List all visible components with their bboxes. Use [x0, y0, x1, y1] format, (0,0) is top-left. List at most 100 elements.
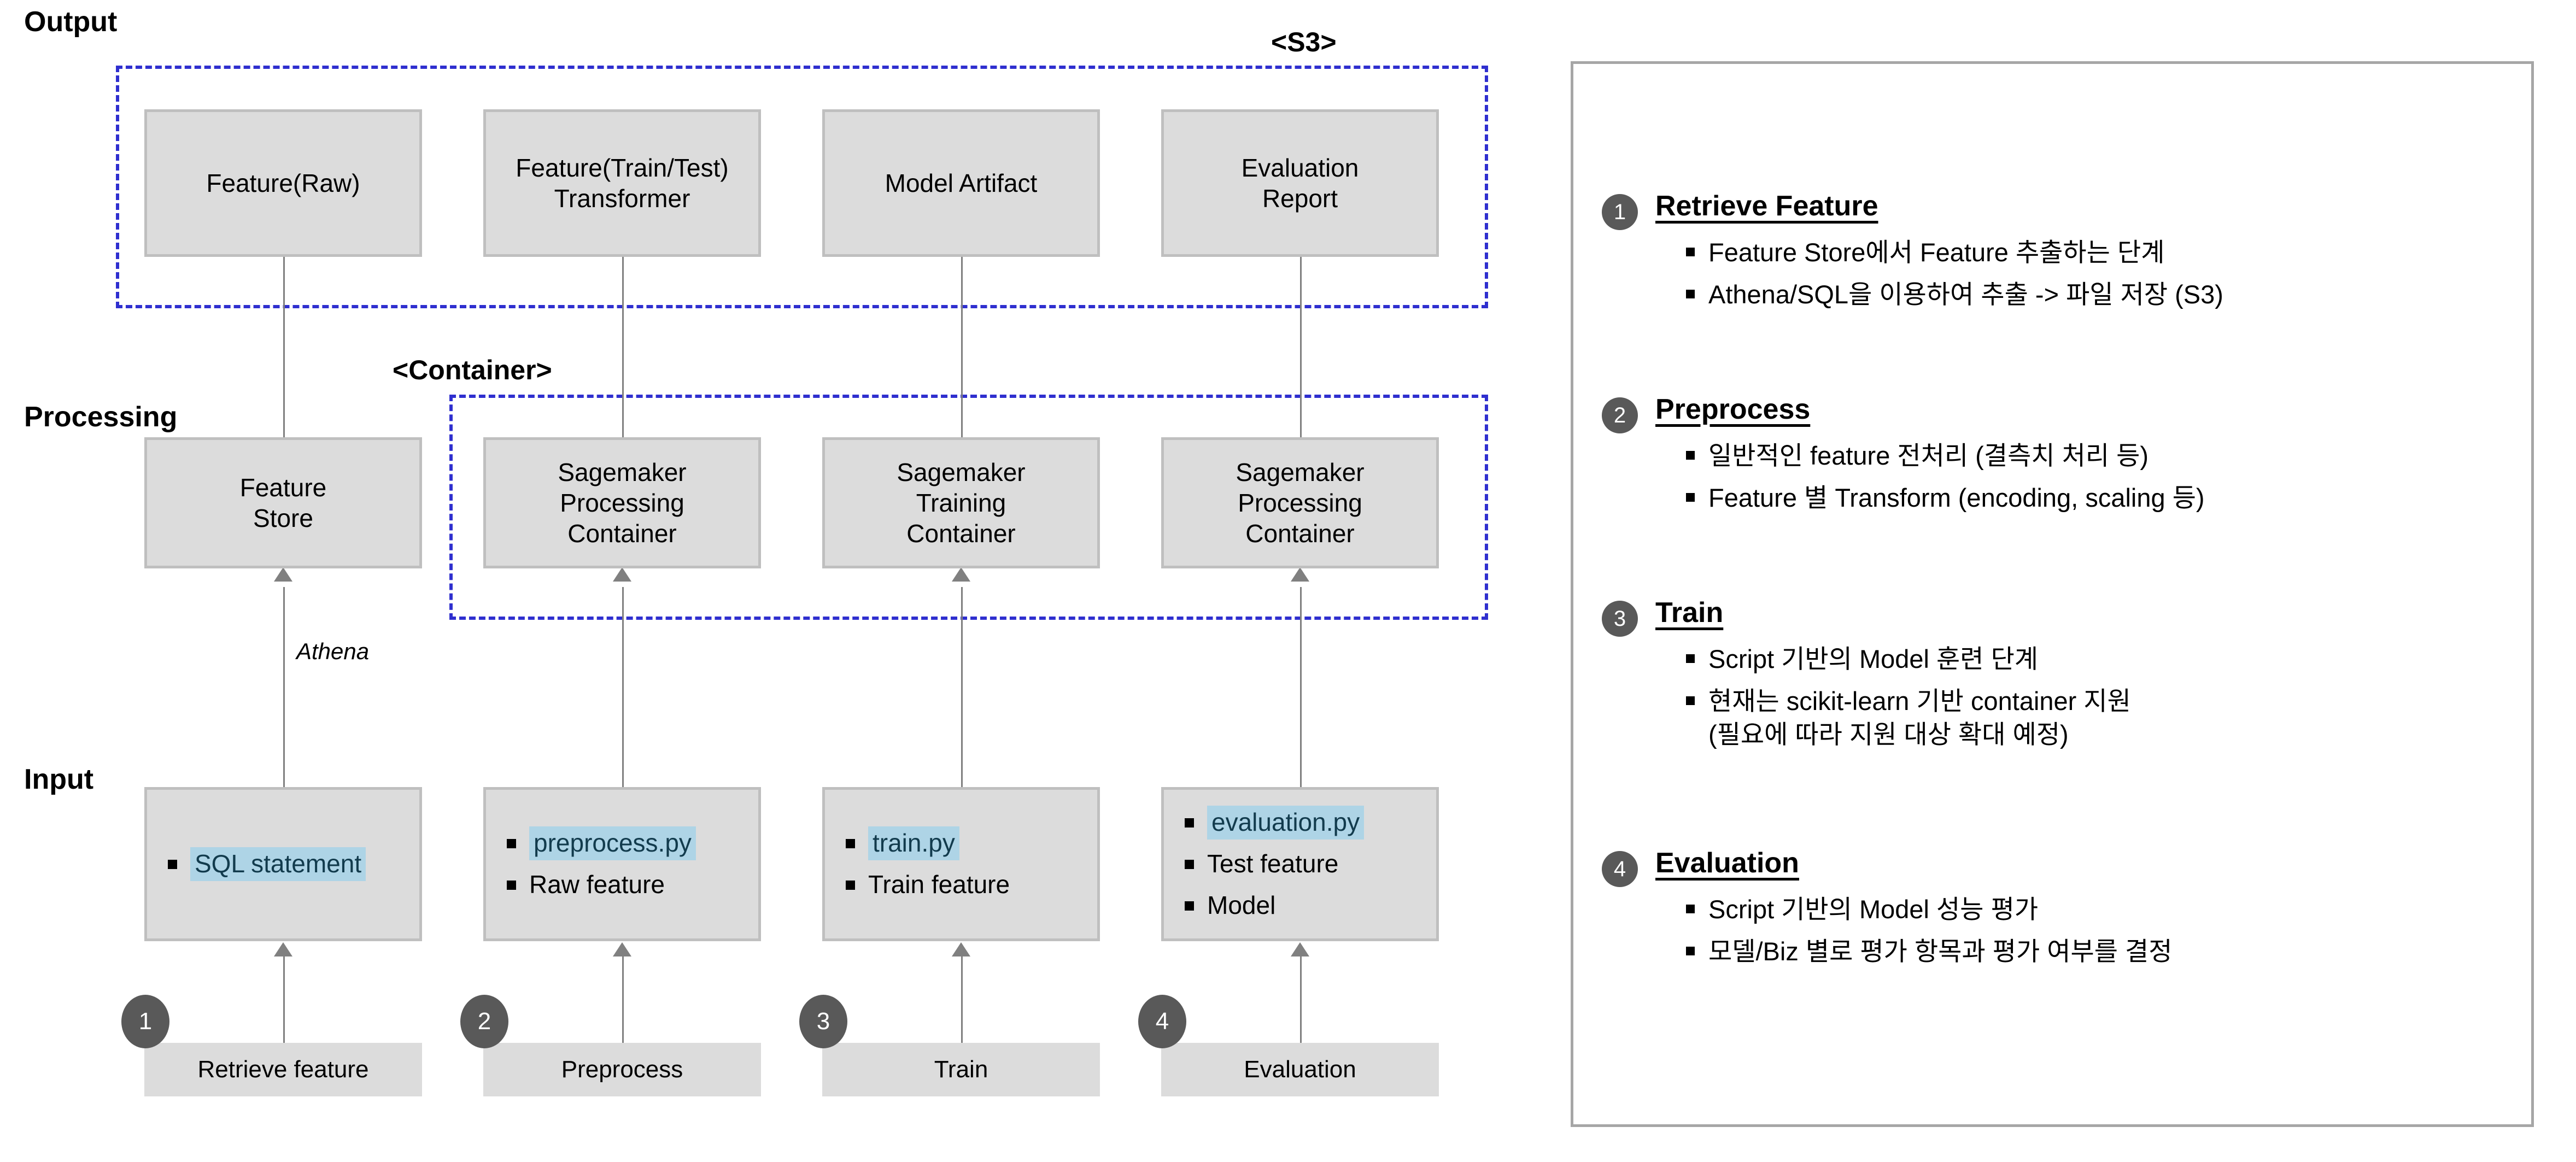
bullet-text: Feature Store에서 Feature 추출하는 단계 — [1708, 238, 2165, 267]
list-item: Script 기반의 Model 훈련 단계 — [1686, 642, 2131, 676]
node-input-retrieve-feature[interactable]: SQL statement — [144, 787, 422, 941]
node-sagemaker-processing-container-1[interactable]: Sagemaker Processing Container — [483, 437, 761, 568]
bullet-square-icon — [1686, 696, 1695, 706]
connector-line-input-to-processing-4 — [1300, 587, 1302, 788]
input-bullet-list: SQL statement — [168, 847, 414, 881]
connector-line-step-to-input-3 — [961, 956, 963, 1060]
list-item: Model — [1185, 889, 1431, 923]
list-item: Script 기반의 Model 성능 평가 — [1686, 893, 2173, 926]
node-sagemaker-training-container[interactable]: Sagemaker Training Container — [822, 437, 1100, 568]
bullet-text: 일반적인 feature 전처리 (결측치 처리 등) — [1708, 441, 2149, 470]
connector-arrow-input-to-processing-3 — [952, 567, 970, 582]
connector-line-input-to-processing-3 — [961, 587, 963, 788]
list-item: Raw feature — [507, 868, 753, 902]
connector-arrow-input-to-processing-2 — [613, 567, 631, 582]
node-feature-store[interactable]: Feature Store — [144, 437, 422, 568]
bullet-square-icon — [846, 880, 855, 890]
bullet-text: Model — [1207, 891, 1276, 919]
section-bullet-list-1: Feature Store에서 Feature 추출하는 단계 Athena/S… — [1686, 236, 2223, 311]
list-item: preprocess.py — [507, 826, 753, 860]
list-item: Feature Store에서 Feature 추출하는 단계 — [1686, 236, 2223, 269]
bullet-text: train.py — [868, 826, 959, 860]
section-number: 1 — [1613, 199, 1626, 224]
list-item: Feature 별 Transform (encoding, scaling 등… — [1686, 481, 2205, 514]
connector-arrow-step-to-input-1 — [274, 942, 292, 956]
description-panel: 1 Retrieve Feature Feature Store에서 Featu… — [1571, 61, 2534, 1127]
step-bar-train[interactable]: Train — [822, 1043, 1100, 1096]
node-line: Evaluation — [1241, 153, 1359, 182]
connector-arrow-input-to-processing-1 — [274, 567, 292, 582]
list-item: 모델/Biz 별로 평가 항목과 평가 여부를 결정 — [1686, 935, 2173, 968]
node-input-train[interactable]: train.py Train feature — [822, 787, 1100, 941]
node-line: Sagemaker — [897, 457, 1026, 486]
step-bar-preprocess[interactable]: Preprocess — [483, 1043, 761, 1096]
step-bar-retrieve-feature[interactable]: Retrieve feature — [144, 1043, 422, 1096]
node-input-evaluation[interactable]: evaluation.py Test feature Model — [1161, 787, 1439, 941]
node-line: Container — [906, 519, 1016, 548]
node-feature-raw[interactable]: Feature(Raw) — [144, 109, 422, 257]
step-circle-4: 4 — [1138, 995, 1186, 1048]
step-circle-3: 3 — [799, 995, 847, 1048]
node-feature-train-test-transformer[interactable]: Feature(Train/Test) Transformer — [483, 109, 761, 257]
step-bar-evaluation[interactable]: Evaluation — [1161, 1043, 1439, 1096]
node-evaluation-report[interactable]: Evaluation Report — [1161, 109, 1439, 257]
connector-line-processing-to-output-4 — [1300, 257, 1302, 437]
connector-line-input-to-processing-2 — [622, 587, 624, 788]
step-bar-label: Evaluation — [1244, 1056, 1356, 1083]
bullet-square-icon — [1686, 290, 1695, 299]
bullet-square-icon — [1686, 654, 1695, 663]
bullet-square-icon — [507, 838, 516, 848]
section-number-badge-1: 1 — [1602, 194, 1638, 230]
bullet-text: Raw feature — [529, 870, 665, 899]
bullet-square-icon — [1686, 451, 1695, 460]
bullet-square-icon — [1185, 859, 1194, 869]
step-circle-1: 1 — [121, 995, 169, 1048]
node-line: Processing — [560, 488, 684, 517]
node-line: Processing — [1238, 488, 1362, 517]
bullet-square-icon — [1185, 818, 1194, 828]
node-input-preprocess[interactable]: preprocess.py Raw feature — [483, 787, 761, 941]
step-circle-2: 2 — [460, 995, 508, 1048]
group-title-container: <Container> — [393, 355, 552, 385]
bullet-text: Athena/SQL을 이용하여 추출 -> 파일 저장 (S3) — [1708, 280, 2223, 309]
list-item: 일반적인 feature 전처리 (결측치 처리 등) — [1686, 439, 2205, 472]
bullet-square-icon — [168, 859, 177, 869]
bullet-square-icon — [1686, 248, 1695, 256]
node-line: Store — [253, 504, 313, 532]
connector-arrow-input-to-processing-4 — [1291, 567, 1309, 582]
node-line: Transformer — [554, 184, 690, 213]
group-box-s3 — [116, 66, 1488, 308]
node-line: Sagemaker — [1236, 457, 1365, 486]
bullet-square-icon — [1686, 947, 1695, 956]
step-bar-label: Retrieve feature — [197, 1056, 369, 1083]
section-number-badge-4: 4 — [1602, 851, 1638, 887]
bullet-square-icon — [1185, 901, 1194, 911]
section-number: 4 — [1613, 856, 1626, 881]
row-label-input: Input — [24, 764, 94, 795]
list-item: Athena/SQL을 이용하여 추출 -> 파일 저장 (S3) — [1686, 278, 2223, 311]
bullet-text: evaluation.py — [1207, 806, 1365, 840]
node-model-artifact[interactable]: Model Artifact — [822, 109, 1100, 257]
section-number: 3 — [1613, 606, 1626, 631]
node-line: Feature — [239, 473, 327, 502]
input-bullet-list: evaluation.py Test feature Model — [1185, 806, 1431, 923]
section-number-badge-2: 2 — [1602, 397, 1638, 433]
node-line: Container — [567, 519, 677, 548]
connector-arrow-step-to-input-2 — [613, 942, 631, 956]
section-title-retrieve-feature: Retrieve Feature — [1655, 190, 1878, 222]
section-bullet-list-2: 일반적인 feature 전처리 (결측치 처리 등) Feature 별 Tr… — [1686, 439, 2205, 514]
list-item: train.py — [846, 826, 1092, 860]
section-title-evaluation: Evaluation — [1655, 847, 1799, 879]
bullet-text: Script 기반의 Model 훈련 단계 — [1708, 644, 2039, 673]
bullet-text: Feature 별 Transform (encoding, scaling 등… — [1708, 483, 2205, 513]
list-item: Train feature — [846, 868, 1092, 902]
node-line: Feature(Train/Test) — [516, 153, 729, 182]
connector-label-athena: Athena — [296, 638, 370, 664]
section-number-badge-3: 3 — [1602, 601, 1638, 637]
step-number: 1 — [138, 1008, 153, 1035]
section-title-train: Train — [1655, 597, 1724, 629]
group-title-s3: <S3> — [1271, 27, 1337, 57]
row-label-processing: Processing — [24, 401, 178, 433]
node-line: Sagemaker — [558, 457, 687, 486]
node-sagemaker-processing-container-2[interactable]: Sagemaker Processing Container — [1161, 437, 1439, 568]
